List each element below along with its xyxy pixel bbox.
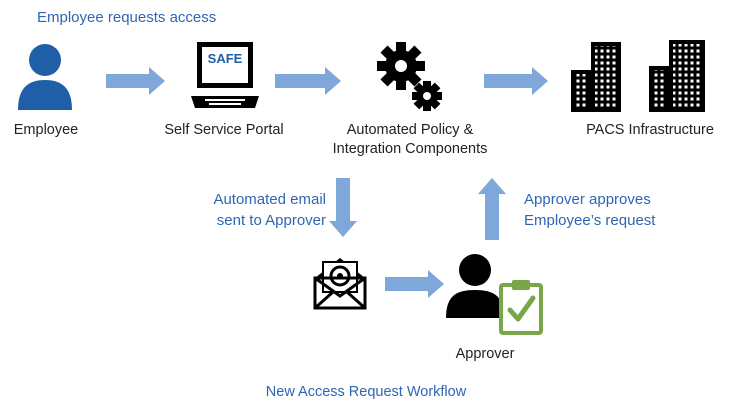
buildings-icon — [571, 40, 705, 112]
footer-caption: New Access Request Workflow — [265, 384, 467, 400]
arrow-email-to-approver — [385, 270, 444, 298]
approve-edge-label-line1: Approver approves — [524, 191, 651, 208]
policy-label: Automated Policy & Integration Component… — [330, 121, 490, 159]
pacs-label: PACS Infrastructure — [586, 122, 714, 138]
email-edge-label-line1: Automated email — [213, 191, 326, 208]
arrow-approver-to-policy — [478, 178, 506, 240]
policy-label-line2: Integration Components — [332, 141, 488, 157]
portal-label: Self Service Portal — [164, 122, 284, 138]
employee-icon — [18, 44, 72, 110]
email-edge-label-line2: sent to Approver — [216, 212, 326, 229]
gears-icon — [377, 42, 442, 111]
arrow-policy-to-email — [329, 178, 357, 237]
employee-label: Employee — [13, 122, 79, 138]
header-caption: Employee requests access — [37, 9, 217, 26]
portal-screen-text: SAFE — [207, 51, 243, 66]
approver-label: Approver — [455, 346, 515, 362]
approve-edge-label: Approver approves Employee’s request — [524, 189, 704, 231]
laptop-icon — [191, 42, 259, 108]
arrow-portal-to-policy — [275, 67, 341, 95]
policy-label-line1: Automated Policy & — [346, 122, 474, 138]
arrow-employee-to-portal — [106, 67, 165, 95]
envelope-icon — [313, 258, 367, 310]
email-edge-label: Automated email sent to Approver — [186, 189, 326, 231]
approver-icon — [446, 254, 504, 318]
approve-edge-label-line2: Employee’s request — [524, 212, 656, 229]
arrow-policy-to-pacs — [484, 67, 548, 95]
clipboard-check-icon — [499, 280, 543, 335]
